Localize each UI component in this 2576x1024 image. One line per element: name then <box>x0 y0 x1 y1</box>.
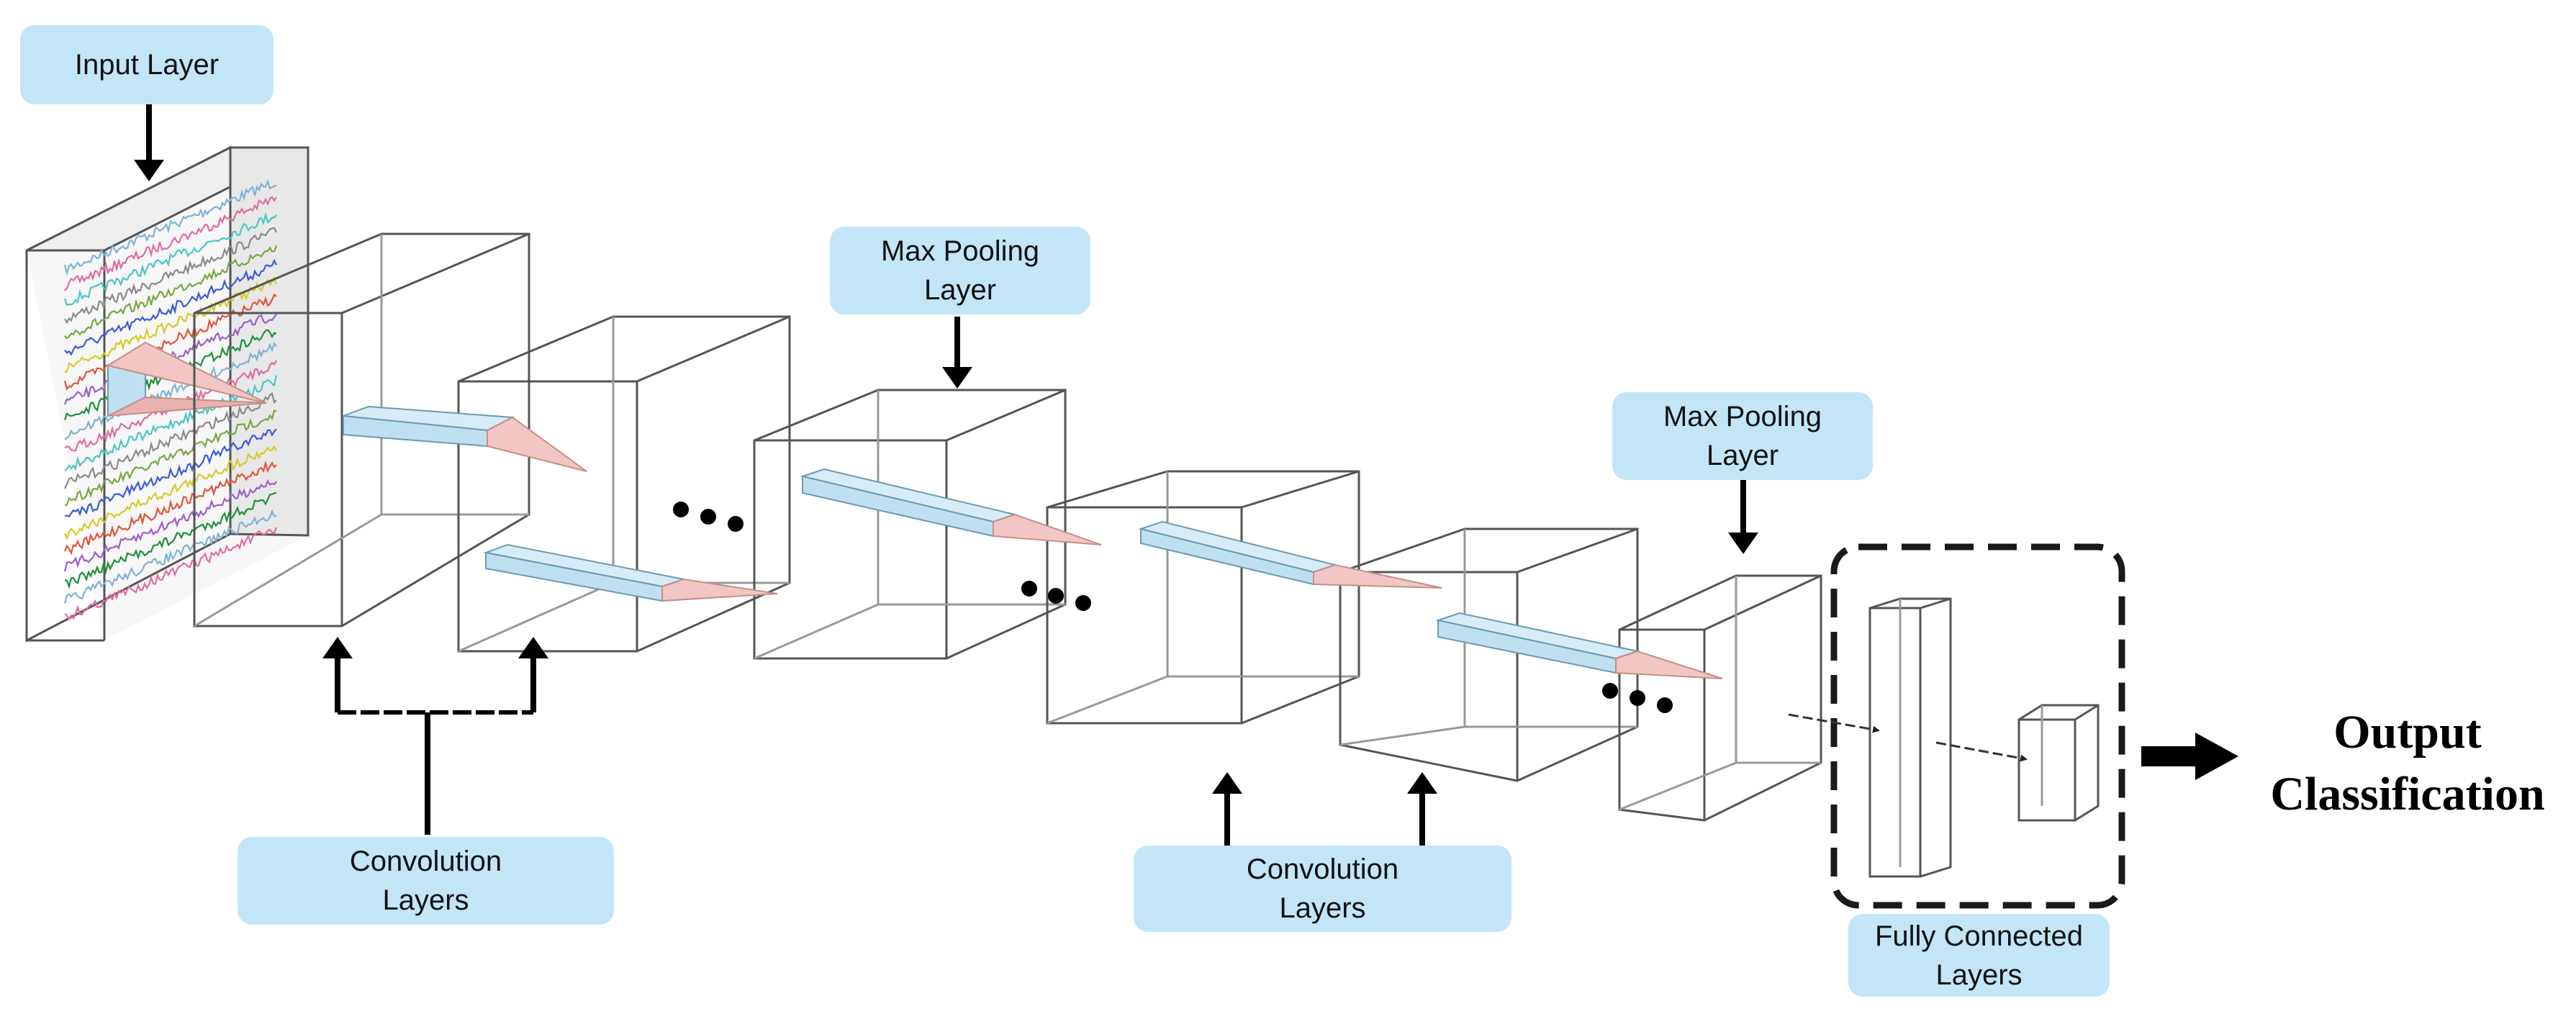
convolution-label-1-line-2: Layers <box>382 884 469 916</box>
ellipsis-dots-3 <box>1602 683 1673 713</box>
signal-trace <box>64 409 277 507</box>
max-pooling-label-2-line-2: Layer <box>1706 440 1779 471</box>
signal-trace <box>64 196 277 291</box>
feature-map-cube-5 <box>1339 527 1639 782</box>
convolution-label-2-line-2: Layers <box>1279 892 1366 924</box>
signal-trace <box>63 293 277 391</box>
max-pooling-layer-label-2: Max Pooling Layer <box>1612 392 1873 480</box>
kernel-4 <box>1138 520 1442 589</box>
input-layer-label: Input Layer <box>20 25 274 104</box>
max-pooling-label-2-line-1: Max Pooling <box>1663 401 1822 432</box>
input-kernel <box>106 341 267 417</box>
max-pooling-label-1-line-1: Max Pooling <box>880 235 1040 267</box>
ellipsis-dots-1 <box>673 502 744 532</box>
max-pooling-1-arrow <box>942 317 972 389</box>
signal-trace <box>63 460 277 556</box>
fully-connected-label-line-2: Layers <box>1935 959 2023 991</box>
feature-map-cube-2 <box>457 315 791 653</box>
input-layer-label-text: Input Layer <box>74 49 220 81</box>
fully-connected-label-line-1: Fully Connected <box>1874 920 2084 952</box>
output-classification-label: Output Classification <box>2238 702 2576 825</box>
feature-map-cube-4 <box>1046 470 1360 725</box>
signal-trace <box>64 227 277 325</box>
convolution-label-2-line-1: Convolution <box>1246 853 1399 885</box>
fully-connected-layers-label: Fully Connected Layers <box>1848 914 2110 997</box>
signal-trace <box>64 276 278 373</box>
kernel-1 <box>343 405 587 472</box>
ellipsis-dots-2 <box>1021 581 1091 611</box>
max-pooling-label-1-line-2: Layer <box>923 274 997 306</box>
max-pooling-2-arrow <box>1728 479 1758 554</box>
eeg-signal-traces <box>63 178 278 621</box>
feature-map-cube-6 <box>1618 574 1822 822</box>
output-arrow <box>2141 733 2238 780</box>
signal-trace <box>63 479 277 572</box>
feature-map-cube-1 <box>193 232 530 627</box>
connector-arrow-1 <box>1788 713 1880 733</box>
signal-trace <box>64 391 277 489</box>
convolution-1-connector <box>322 637 548 835</box>
signal-trace <box>63 445 277 541</box>
fc-layer-short <box>2017 704 2100 822</box>
signal-trace <box>64 341 277 440</box>
output-label-line-1: Output <box>2333 706 2482 758</box>
kernel-3 <box>800 468 1102 545</box>
signal-trace <box>63 509 277 604</box>
convolution-label-1-line-1: Convolution <box>349 846 502 877</box>
signal-trace <box>64 245 278 340</box>
max-pooling-layer-label-1: Max Pooling Layer <box>830 227 1090 314</box>
output-label-line-2: Classification <box>2270 768 2545 820</box>
signal-trace <box>63 212 277 306</box>
signal-trace <box>63 178 277 276</box>
fully-connected-dashed-box <box>1830 543 2125 909</box>
signal-trace <box>64 428 277 518</box>
convolution-2-arrows <box>1212 772 1437 846</box>
fc-layer-tall <box>1868 597 1952 878</box>
kernel-5 <box>1435 612 1723 679</box>
signal-trace <box>64 258 277 356</box>
connector-arrow-2 <box>1935 741 2028 762</box>
input-layer-arrow <box>134 104 164 181</box>
convolution-layers-label-1: Convolution Layers <box>238 837 614 925</box>
signal-trace <box>64 527 278 621</box>
signal-trace <box>64 491 277 590</box>
convolution-layers-label-2: Convolution Layers <box>1134 846 1511 932</box>
kernel-2 <box>483 543 778 602</box>
